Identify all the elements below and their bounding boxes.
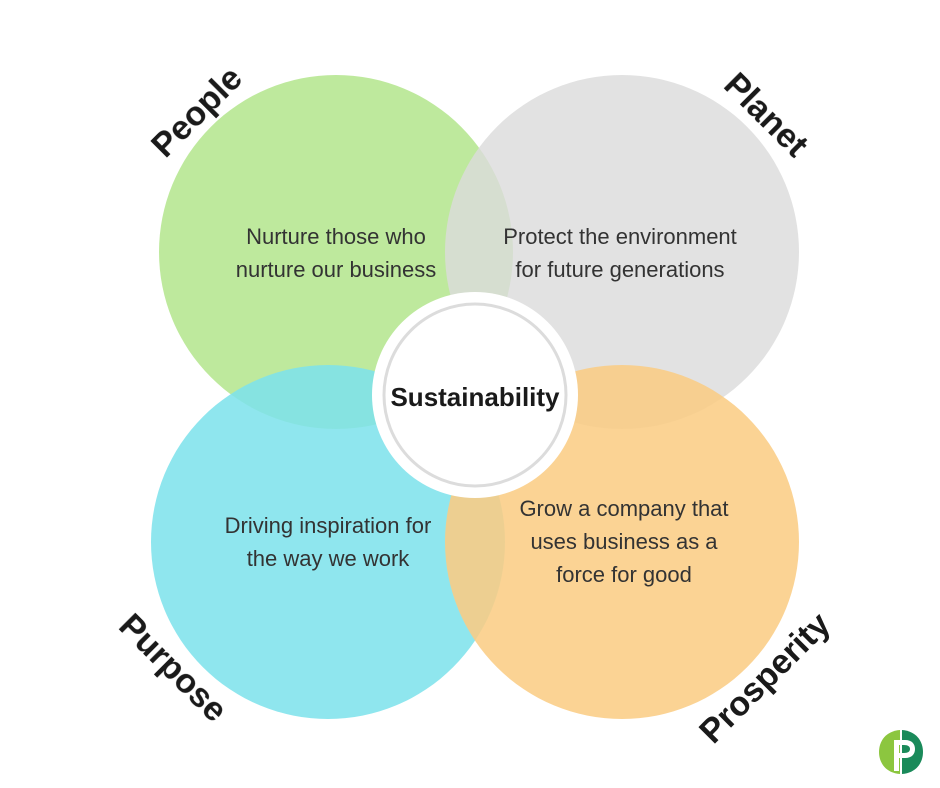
center-ring-inner (382, 302, 568, 488)
prosperity-description: Grow a company that uses business as a f… (519, 496, 729, 587)
people-description: Nurture those who nurture our business (235, 224, 437, 282)
logo-p-shape (894, 740, 915, 771)
center-label: Sustainability (390, 382, 560, 412)
purpose-description: Driving inspiration for the way we work (224, 513, 432, 571)
leaf-p-logo-icon (879, 730, 923, 774)
planet-description: Protect the environment for future gener… (503, 224, 737, 282)
